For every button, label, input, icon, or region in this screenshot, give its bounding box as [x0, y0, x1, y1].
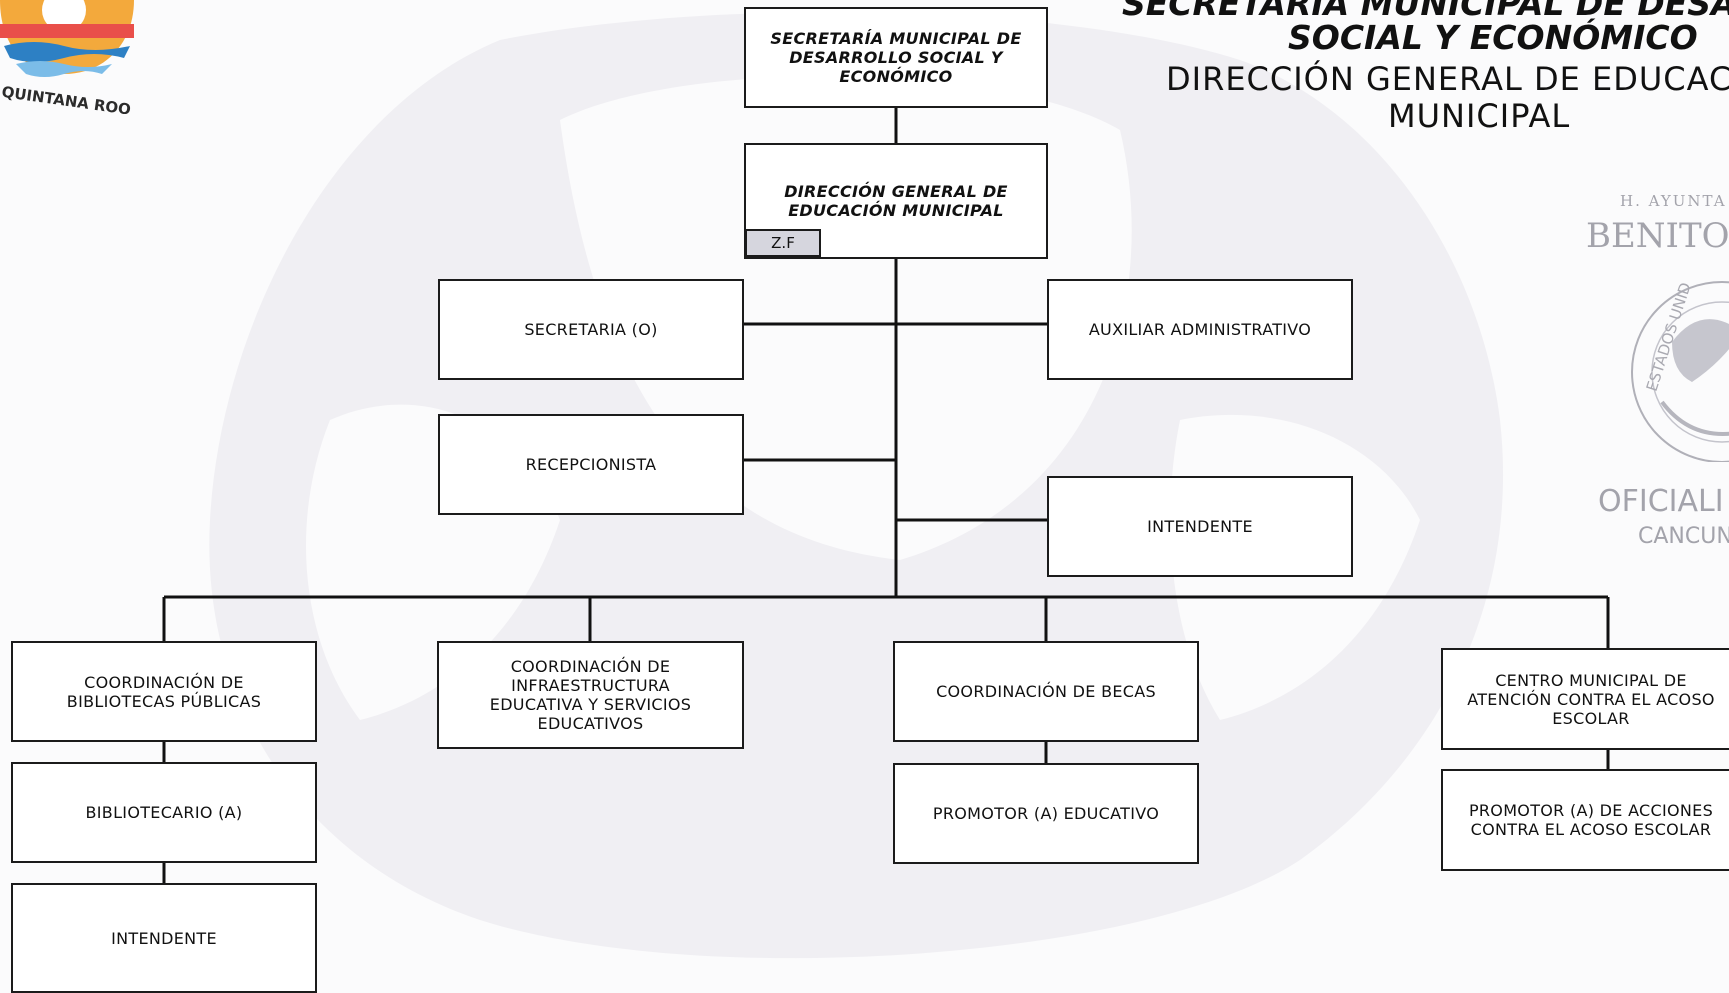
- header-secretaria-title: SECRETARÍA MUNICIPAL DE DESARR: [1122, 0, 1729, 23]
- zf-tag: Z.F: [745, 229, 821, 257]
- mexican-seal-icon: ESTADOS UNID: [1631, 280, 1729, 462]
- org-node-label: INTENDENTE: [1147, 517, 1253, 536]
- org-node-coord-bibliotecas: COORDINACIÓN DE BIBLIOTECAS PÚBLICAS: [11, 641, 317, 742]
- stamp-text-ayuntamiento: H. AYUNTA: [1620, 192, 1727, 210]
- org-node-label: INTENDENTE: [111, 928, 217, 948]
- org-node-secretaria: SECRETARIA (O): [438, 279, 744, 380]
- org-node-bibliotecario: BIBLIOTECARIO (A): [11, 762, 317, 863]
- org-node-label: DIRECCIÓN GENERAL DE EDUCACIÓN MUNICIPAL: [784, 182, 1008, 220]
- quintana-roo-logo: QUINTANA ROO: [0, 0, 134, 114]
- header-secretaria-subtitle: SOCIAL Y ECONÓMICO: [1288, 18, 1698, 57]
- org-node-recepcionista: RECEPCIONISTA: [438, 414, 744, 515]
- org-node-promotor-educativo: PROMOTOR (A) EDUCATIVO: [893, 763, 1199, 864]
- org-node-label: SECRETARIA (O): [524, 320, 658, 339]
- header-direccion-subtitle: MUNICIPAL: [1388, 97, 1571, 135]
- stamp-text-benito: BENITO: [1586, 216, 1729, 256]
- org-node-intendente-bottom: INTENDENTE: [11, 883, 317, 993]
- org-node-coord-infraestructura: COORDINACIÓN DE INFRAESTRUCTURA EDUCATIV…: [437, 641, 744, 749]
- stamp-text-oficialia: OFICIALI: [1598, 484, 1724, 519]
- org-node-label: AUXILIAR ADMINISTRATIVO: [1088, 320, 1312, 339]
- org-node-label: PROMOTOR (A) DE ACCIONES CONTRA EL ACOSO…: [1468, 801, 1714, 839]
- header-direccion-title: DIRECCIÓN GENERAL DE EDUCAC: [1166, 60, 1729, 98]
- org-node-centro-acoso: CENTRO MUNICIPAL DE ATENCIÓN CONTRA EL A…: [1441, 648, 1729, 750]
- org-node-auxiliar-administrativo: AUXILIAR ADMINISTRATIVO: [1047, 279, 1353, 380]
- org-node-coord-becas: COORDINACIÓN DE BECAS: [893, 641, 1199, 742]
- logo-text: QUINTANA ROO: [1, 83, 132, 114]
- official-stamp: H. AYUNTA BENITO ESTADOS UNID OFICIALI C…: [1572, 182, 1729, 562]
- org-node-label: RECEPCIONISTA: [525, 455, 657, 474]
- org-node-label: PROMOTOR (A) EDUCATIVO: [932, 804, 1160, 823]
- org-node-label: COORDINACIÓN DE BECAS: [936, 682, 1156, 701]
- org-node-label: BIBLIOTECARIO (A): [85, 803, 243, 822]
- stamp-text-cancun: CANCUN: [1638, 524, 1729, 549]
- org-node-label: COORDINACIÓN DE BIBLIOTECAS PÚBLICAS: [66, 672, 262, 711]
- org-node-promotor-acoso: PROMOTOR (A) DE ACCIONES CONTRA EL ACOSO…: [1441, 769, 1729, 871]
- org-node-intendente-top: INTENDENTE: [1047, 476, 1353, 577]
- org-node-label: COORDINACIÓN DE INFRAESTRUCTURA EDUCATIV…: [489, 657, 692, 733]
- org-node-label: SECRETARÍA MUNICIPAL DE DESARROLLO SOCIA…: [770, 29, 1022, 86]
- org-node-secretaria-municipal: SECRETARÍA MUNICIPAL DE DESARROLLO SOCIA…: [744, 7, 1048, 108]
- org-node-label: CENTRO MUNICIPAL DE ATENCIÓN CONTRA EL A…: [1467, 670, 1715, 728]
